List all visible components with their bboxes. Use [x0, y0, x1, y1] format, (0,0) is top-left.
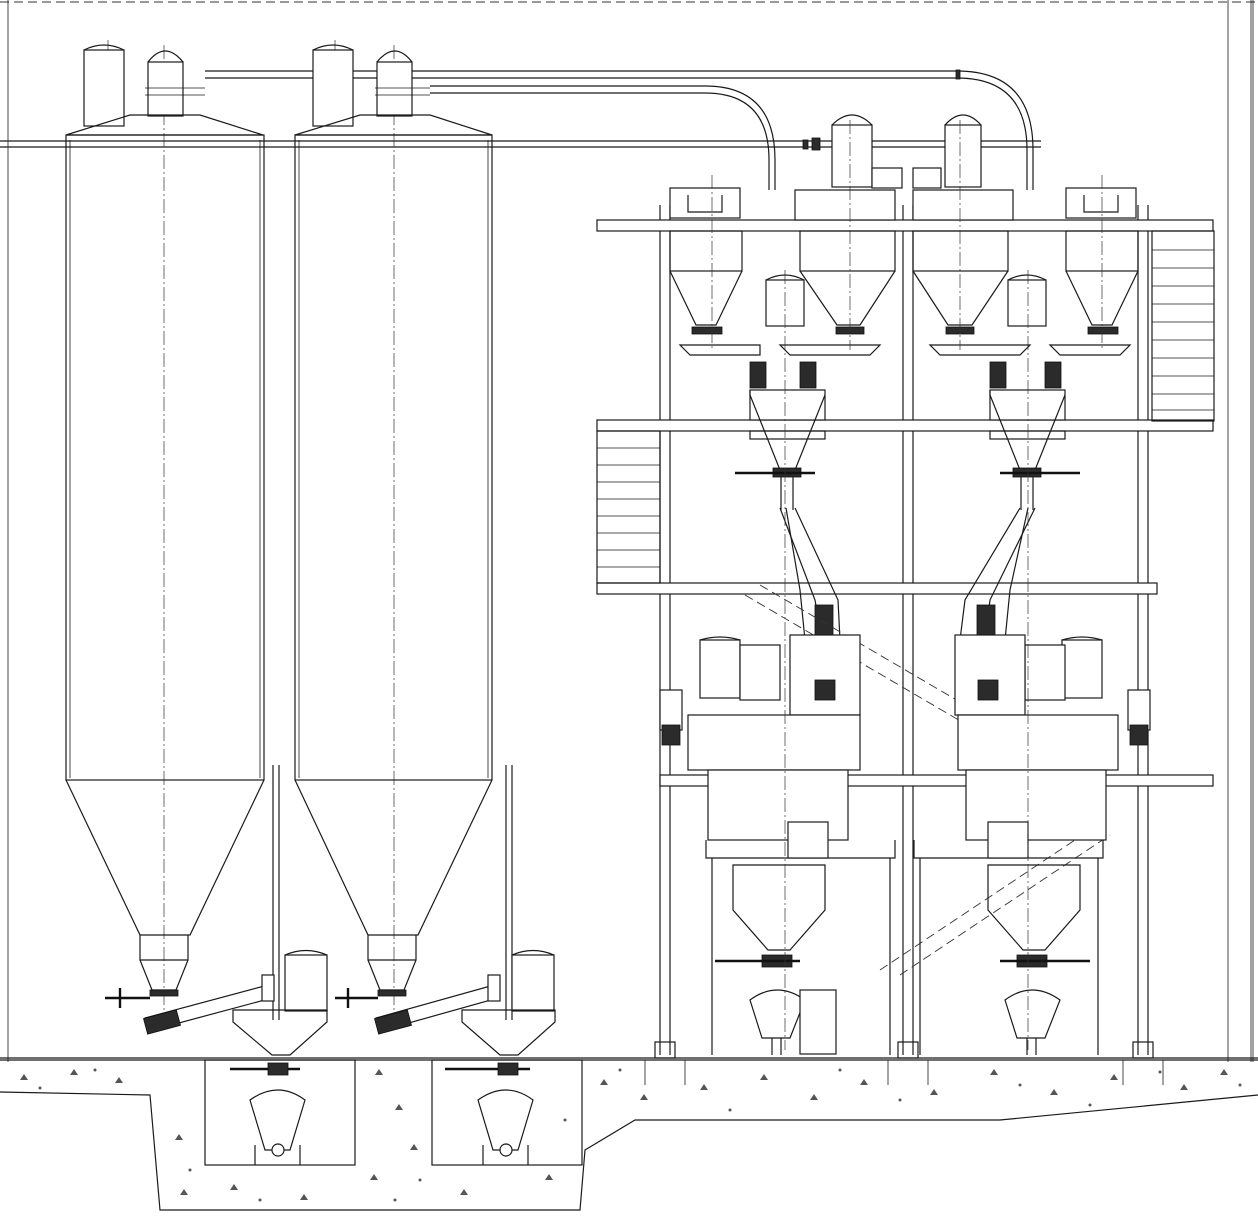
- weigh-hopper-2: [989, 274, 1080, 510]
- top-bin-1: [669, 187, 761, 356]
- horizontal-conveying-pipes: [0, 69, 1041, 190]
- stair-middle-left: [596, 430, 661, 584]
- tower-centerlines: [711, 120, 1103, 1050]
- surge-hopper-1: [715, 821, 837, 1055]
- ground-foundation: [0, 1057, 1258, 1211]
- steel-support-structure: [596, 205, 1214, 1085]
- mixer-feed-chutes: [744, 507, 1111, 976]
- top-bin-4: [1048, 187, 1139, 356]
- mixer-2: [913, 634, 1151, 1055]
- storage-silo-1: [65, 40, 265, 1010]
- screw-conveyor-2: [374, 974, 501, 1035]
- screw-conveyor-1: [143, 974, 275, 1035]
- top-bin-2: [778, 114, 903, 356]
- top-bin-3: [912, 114, 1032, 356]
- storage-silo-2: [294, 40, 493, 1010]
- surge-hopper-2: [987, 821, 1090, 1055]
- mixer-1: [659, 634, 896, 1055]
- drawing-frame: [0, 0, 1258, 1062]
- stair-upper-right: [1151, 230, 1215, 422]
- weigh-hopper-1: [735, 274, 826, 510]
- silo-side-hopper-2: [445, 949, 556, 1165]
- silo-side-hopper-1: [230, 949, 328, 1165]
